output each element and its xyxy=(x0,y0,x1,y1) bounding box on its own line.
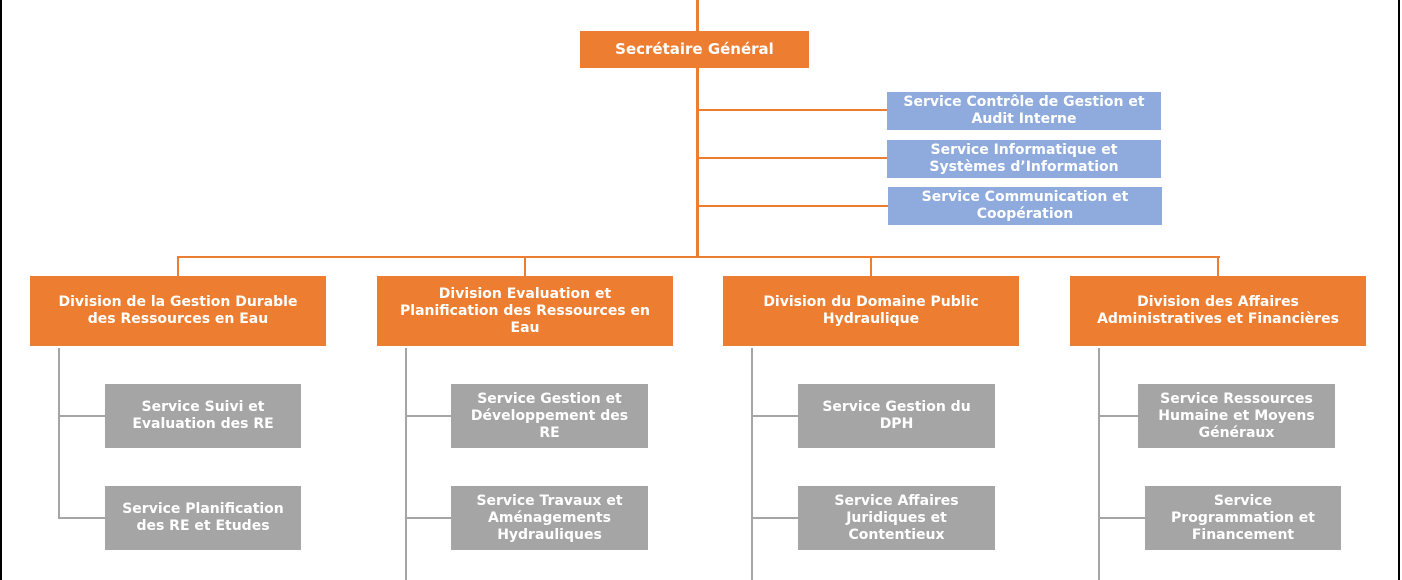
division-2-box: Division Evaluation et Planification des… xyxy=(377,276,673,346)
division-2-branch-1 xyxy=(405,415,451,417)
division-3-box: Division du Domaine Public Hydraulique xyxy=(723,276,1019,346)
support-service-communication: Service Communication et Coopération xyxy=(888,187,1162,225)
division-4-branch-1 xyxy=(1098,415,1138,417)
division-3-service-1: Service Gestion du DPH xyxy=(798,384,995,448)
support-branch-1 xyxy=(698,109,888,111)
division-drop-4 xyxy=(1217,256,1219,276)
division-2-branch-2 xyxy=(405,517,451,519)
division-2-service-1: Service Gestion et Développement des RE xyxy=(451,384,648,448)
division-4-box: Division des Affaires Administratives et… xyxy=(1070,276,1366,346)
division-1-service-2: Service Planification des RE et Etudes xyxy=(105,486,301,550)
division-2-service-2: Service Travaux et Aménagements Hydrauli… xyxy=(451,486,648,550)
support-branch-2 xyxy=(698,157,888,159)
division-1-service-1: Service Suivi et Evaluation des RE xyxy=(105,384,301,448)
division-bus xyxy=(177,256,1220,258)
main-trunk xyxy=(696,68,699,258)
division-4-branch-2 xyxy=(1098,517,1145,519)
support-service-it: Service Informatique et Systèmes d’Infor… xyxy=(887,140,1161,178)
division-1-branch-2 xyxy=(58,517,105,519)
division-3-branch-2 xyxy=(751,517,798,519)
division-1-branch-1 xyxy=(58,415,105,417)
division-1-box: Division de la Gestion Durable des Resso… xyxy=(30,276,326,346)
division-4-spine xyxy=(1098,348,1100,580)
division-2-spine xyxy=(405,348,407,580)
division-drop-1 xyxy=(177,256,179,276)
division-drop-3 xyxy=(870,256,872,276)
support-branch-3 xyxy=(698,205,888,207)
division-4-service-1: Service Ressources Humaine et Moyens Gén… xyxy=(1138,384,1335,448)
division-3-service-2: Service Affaires Juridiques et Contentie… xyxy=(798,486,995,550)
division-1-spine xyxy=(58,348,60,519)
division-drop-2 xyxy=(524,256,526,276)
top-connector xyxy=(696,0,699,31)
secretary-general-box: Secrétaire Général xyxy=(580,31,809,68)
support-service-audit: Service Contrôle de Gestion et Audit Int… xyxy=(887,92,1161,130)
division-3-branch-1 xyxy=(751,415,798,417)
division-3-spine xyxy=(751,348,753,580)
division-4-service-2: Service Programmation et Financement xyxy=(1145,486,1341,550)
